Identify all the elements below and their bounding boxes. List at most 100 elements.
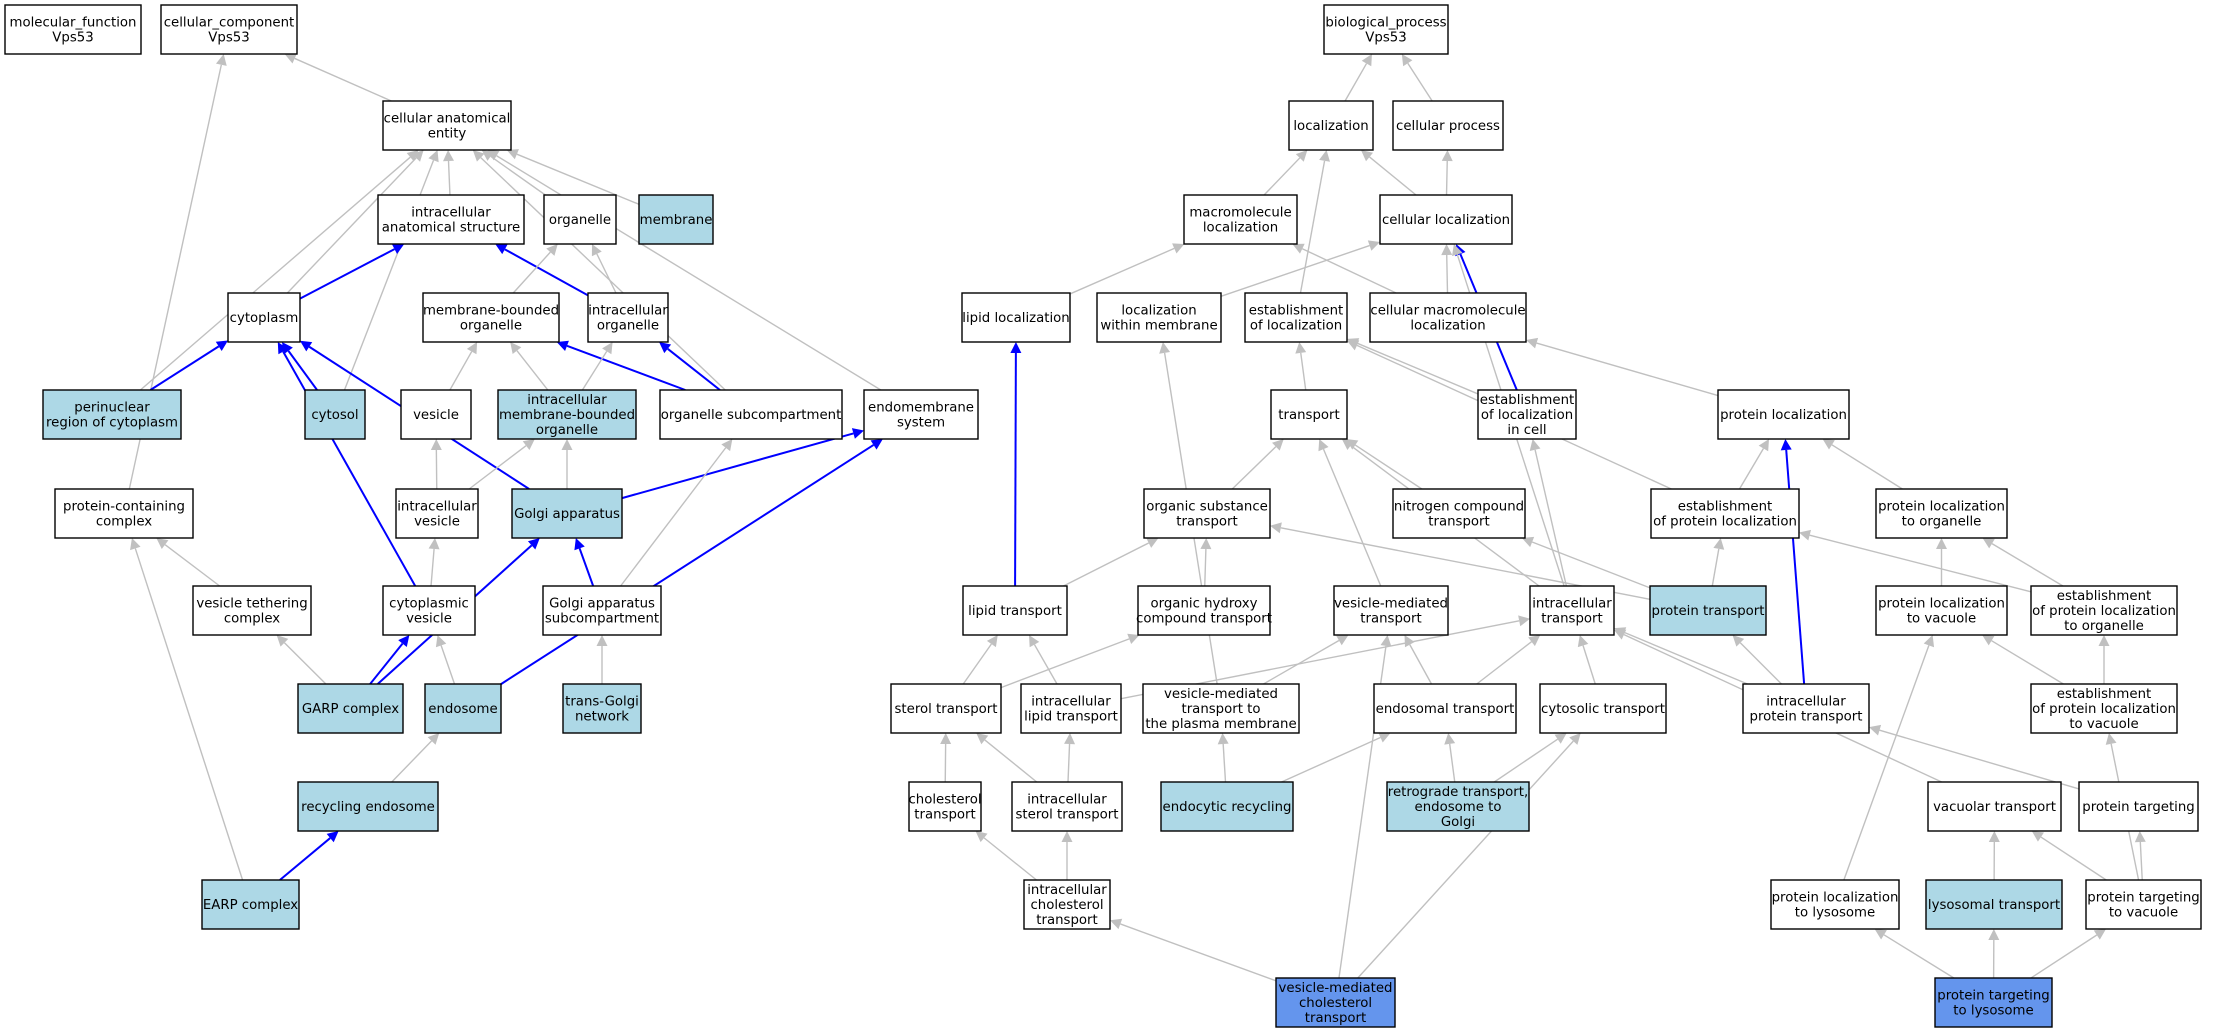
node-box[interactable] xyxy=(863,389,979,440)
node-box[interactable] xyxy=(382,585,476,636)
node-box[interactable] xyxy=(422,292,560,343)
node-box[interactable] xyxy=(1373,683,1517,734)
node-box[interactable] xyxy=(297,781,439,832)
go-term-node-localization[interactable]: localization xyxy=(1288,100,1374,151)
node-box[interactable] xyxy=(2030,683,2178,734)
go-term-node-sterol[interactable]: sterol transport xyxy=(890,683,1002,734)
go-term-node-recendo[interactable]: recycling endosome xyxy=(297,781,439,832)
node-box[interactable] xyxy=(297,683,404,734)
node-box[interactable] xyxy=(497,389,637,440)
node-box[interactable] xyxy=(511,488,623,539)
node-box[interactable] xyxy=(395,488,479,539)
node-box[interactable] xyxy=(4,4,142,55)
node-box[interactable] xyxy=(1137,585,1271,636)
go-term-node-liptrans[interactable]: lipid transport xyxy=(962,585,1068,636)
node-box[interactable] xyxy=(1649,585,1767,636)
node-box[interactable] xyxy=(1369,292,1527,343)
node-box[interactable] xyxy=(1927,781,2062,832)
node-box[interactable] xyxy=(54,488,194,539)
node-box[interactable] xyxy=(304,389,366,440)
node-box[interactable] xyxy=(192,585,312,636)
node-box[interactable] xyxy=(227,292,301,343)
go-term-node-ploc[interactable]: protein localization xyxy=(1717,389,1850,440)
node-box[interactable] xyxy=(542,585,662,636)
go-term-node-osub[interactable]: organelle subcompartment xyxy=(659,389,843,440)
node-box[interactable] xyxy=(1023,879,1111,930)
node-box[interactable] xyxy=(1934,977,2053,1028)
go-term-node-ptarget[interactable]: protein targeting xyxy=(2078,781,2199,832)
node-box[interactable] xyxy=(400,389,472,440)
node-box[interactable] xyxy=(1875,585,2008,636)
go-term-node-transport[interactable]: transport xyxy=(1270,389,1348,440)
node-box[interactable] xyxy=(543,194,617,245)
go-term-node-ptrans[interactable]: protein transport xyxy=(1649,585,1767,636)
node-box[interactable] xyxy=(2085,879,2202,930)
go-term-node-cloc[interactable]: cellular localization xyxy=(1379,194,1513,245)
node-box[interactable] xyxy=(1529,585,1615,636)
go-term-node-vactrans[interactable]: vacuolar transport xyxy=(1927,781,2062,832)
node-box[interactable] xyxy=(962,585,1068,636)
node-box[interactable] xyxy=(1020,683,1122,734)
node-box[interactable] xyxy=(961,292,1071,343)
node-box[interactable] xyxy=(1323,4,1449,55)
go-term-node-vesicle[interactable]: vesicle xyxy=(400,389,472,440)
node-box[interactable] xyxy=(1650,488,1800,539)
node-box[interactable] xyxy=(659,389,843,440)
go-term-node-organelle[interactable]: organelle xyxy=(543,194,617,245)
node-box[interactable] xyxy=(424,683,502,734)
go-term-node-cyttrans[interactable]: cytosolic transport xyxy=(1539,683,1667,734)
node-box[interactable] xyxy=(1539,683,1667,734)
node-box[interactable] xyxy=(1925,879,2063,930)
node-box[interactable] xyxy=(2078,781,2199,832)
node-box[interactable] xyxy=(1275,977,1396,1028)
node-box[interactable] xyxy=(42,389,182,440)
node-box[interactable] xyxy=(1875,488,2008,539)
node-box[interactable] xyxy=(562,683,642,734)
node-box[interactable] xyxy=(1142,683,1300,734)
node-box[interactable] xyxy=(1742,683,1870,734)
go-term-node-liploc[interactable]: lipid localization xyxy=(961,292,1071,343)
node-box[interactable] xyxy=(201,879,300,930)
node-box[interactable] xyxy=(1770,879,1900,930)
node-box[interactable] xyxy=(1288,100,1374,151)
node-box[interactable] xyxy=(1392,100,1504,151)
node-box[interactable] xyxy=(1333,585,1449,636)
go-term-node-lysotrans[interactable]: lysosomal transport xyxy=(1925,879,2063,930)
node-box[interactable] xyxy=(1096,292,1222,343)
node-box[interactable] xyxy=(1270,389,1348,440)
node-box[interactable] xyxy=(1392,488,1526,539)
node-box[interactable] xyxy=(160,4,298,55)
